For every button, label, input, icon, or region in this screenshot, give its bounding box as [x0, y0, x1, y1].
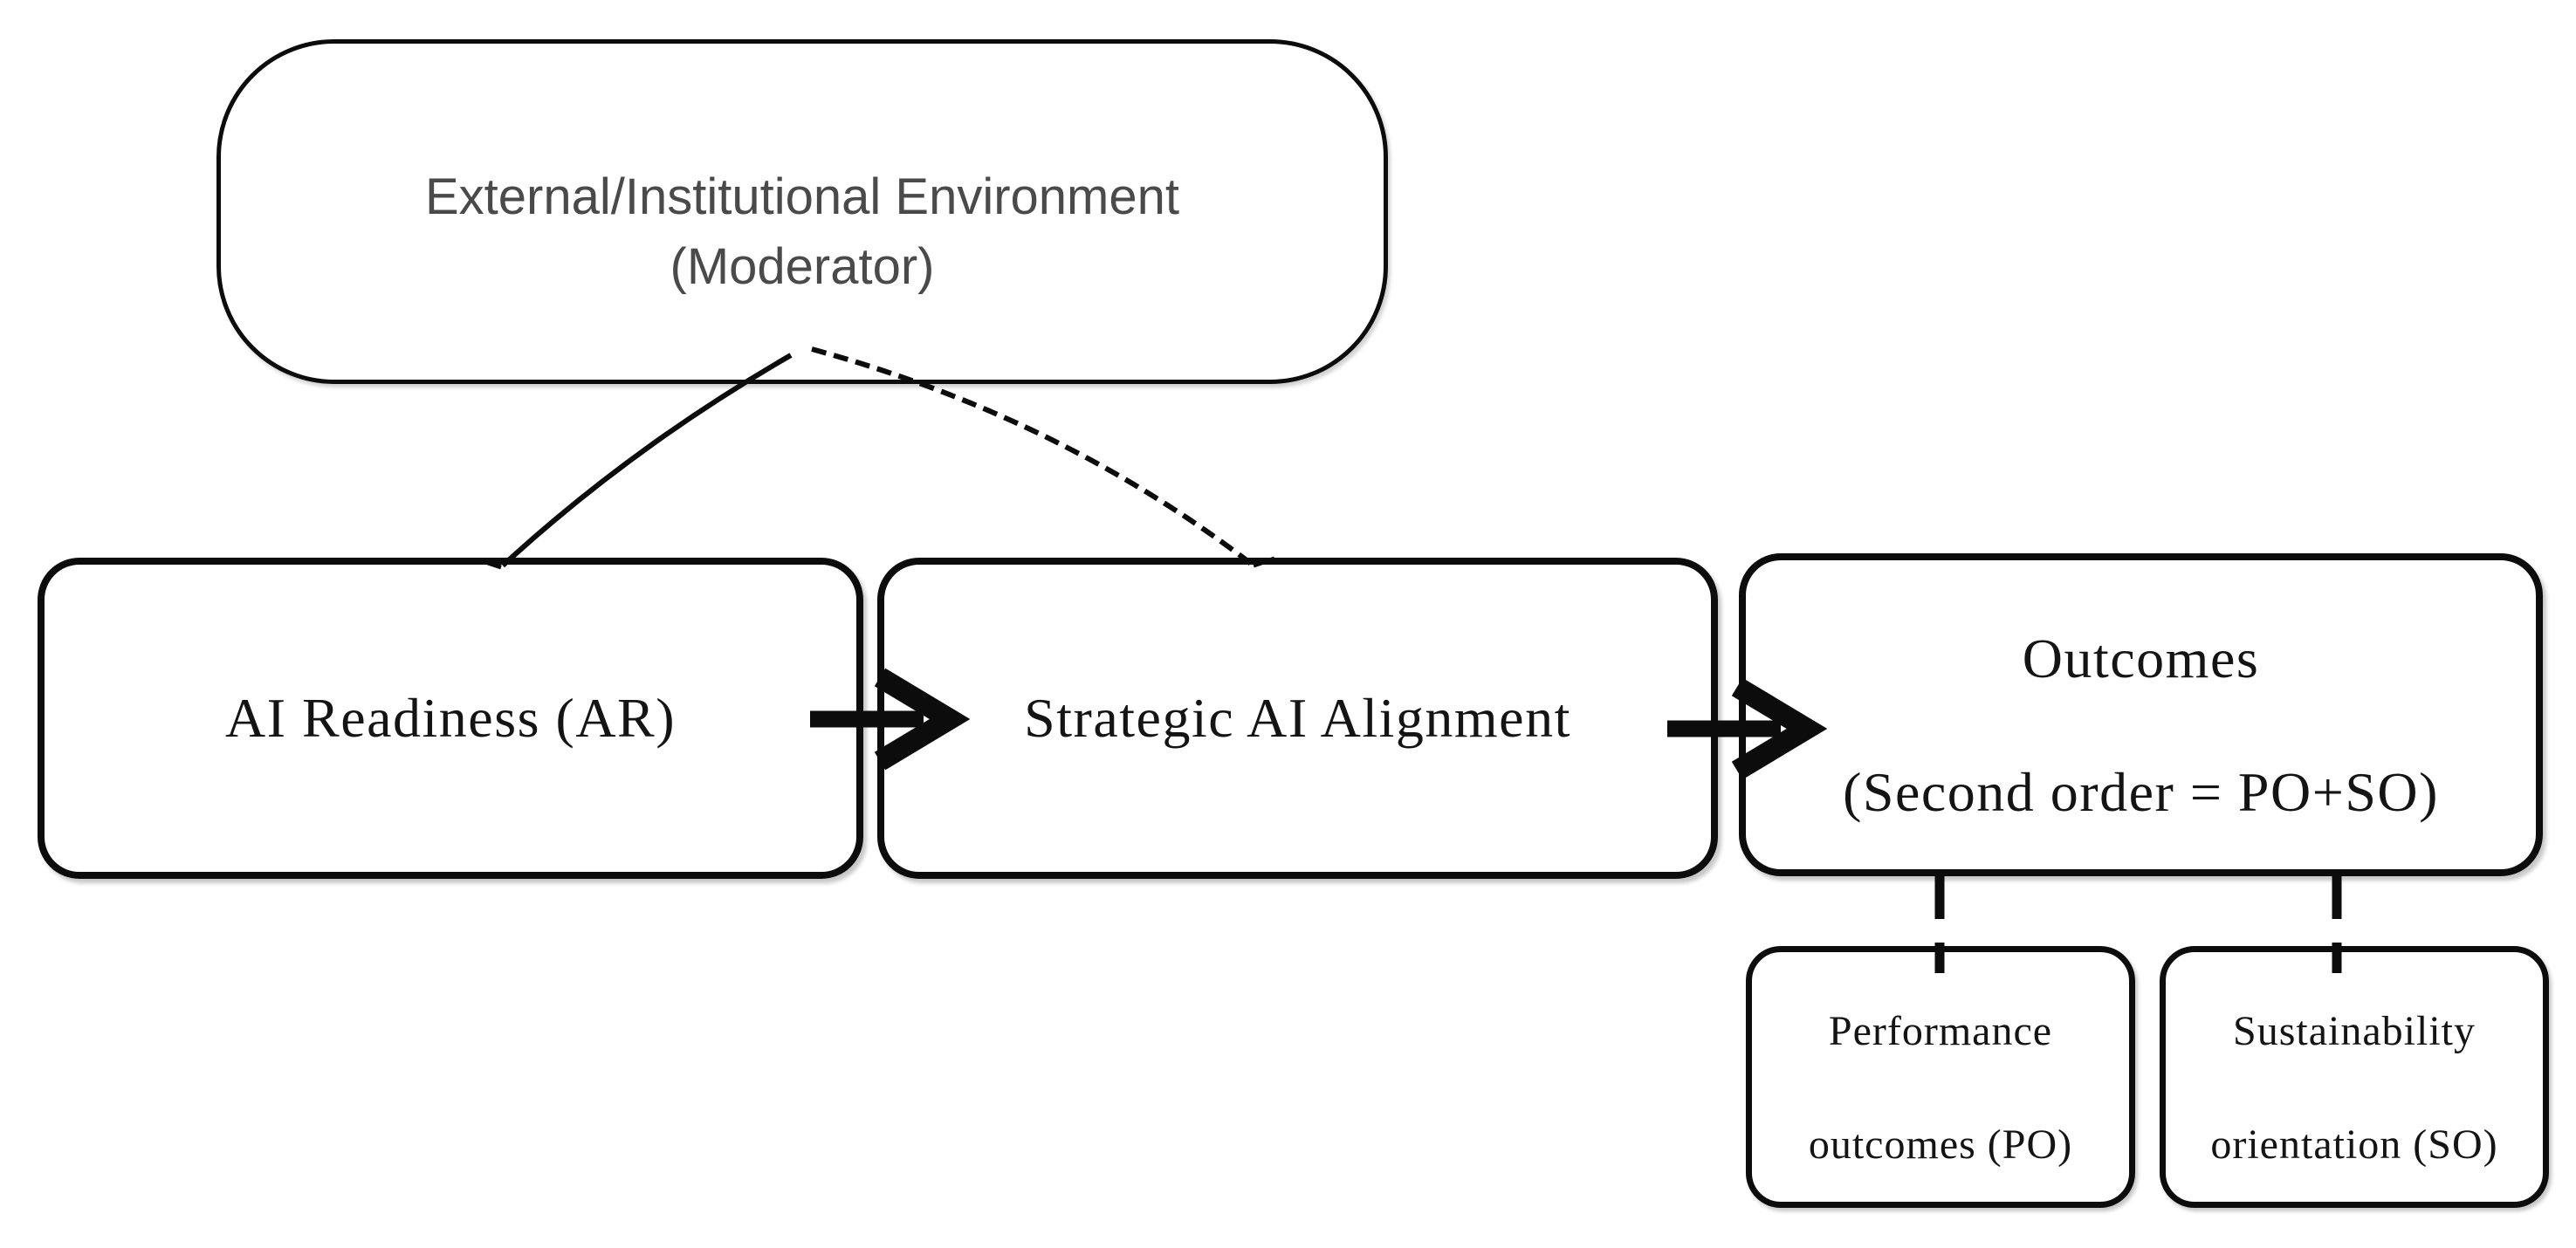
sustainability-orientation-label-line1: Sustainability: [2233, 1007, 2476, 1054]
moderator-box: External/Institutional Environment (Mode…: [216, 39, 1388, 384]
sustainability-orientation-label-line2: orientation (SO): [2210, 1121, 2498, 1168]
outcomes-label-line2: (Second order = PO+SO): [1843, 761, 2439, 823]
strategic-ai-alignment-label: Strategic AI Alignment: [1024, 687, 1571, 749]
ai-readiness-label: AI Readiness (AR): [224, 687, 677, 749]
outcomes-box: Outcomes (Second order = PO+SO): [1739, 553, 2543, 876]
moderator-label-line2: (Moderator): [670, 237, 935, 295]
performance-outcomes-box: Performance outcomes (PO): [1746, 946, 2135, 1208]
ai-readiness-box: AI Readiness (AR): [38, 558, 863, 879]
sustainability-orientation-box: Sustainability orientation (SO): [2160, 946, 2549, 1208]
outcomes-label-line1: Outcomes: [2022, 627, 2260, 689]
moderator-to-ar-line: [500, 353, 793, 568]
performance-outcomes-label-line2: outcomes (PO): [1808, 1121, 2073, 1168]
strategic-ai-alignment-box: Strategic AI Alignment: [877, 558, 1718, 879]
moderator-label-line1: External/Institutional Environment: [425, 168, 1179, 225]
performance-outcomes-label-line1: Performance: [1828, 1007, 2053, 1054]
